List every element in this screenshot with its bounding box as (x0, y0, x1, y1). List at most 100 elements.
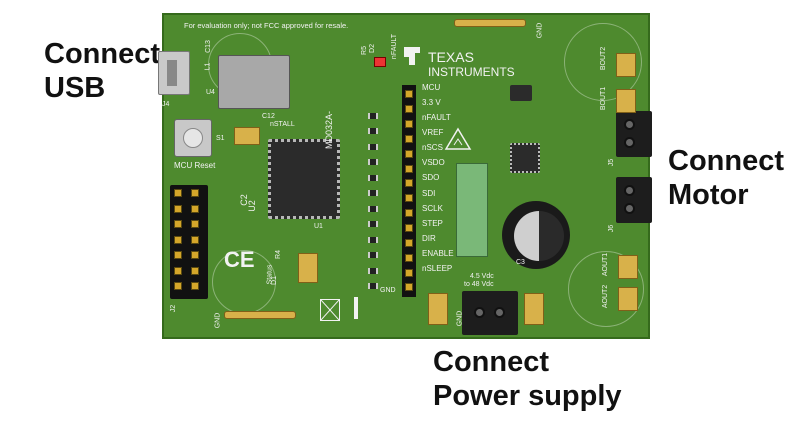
j5-screw-1[interactable] (624, 119, 635, 130)
bout1-pad (616, 89, 636, 113)
j2-pin (190, 235, 199, 244)
top-jumper-bar (454, 19, 526, 27)
power-terminal-screw-2[interactable] (494, 307, 505, 318)
u9-regulator (510, 85, 532, 101)
mcu-reset-label: MCU Reset (174, 161, 216, 170)
signal-header-pin (405, 120, 413, 129)
signal-header-label: MCU (422, 83, 441, 92)
j5-screw-2[interactable] (624, 137, 635, 148)
j2-pin (190, 282, 199, 291)
j2-pin (190, 204, 199, 213)
c13-label: C13 (204, 40, 212, 53)
signal-header-pin (405, 90, 413, 99)
signal-header-label: SDO (422, 173, 440, 183)
power-terminal[interactable] (462, 291, 518, 335)
j2-pin (174, 235, 182, 244)
signal-header-label: nSLEEP (422, 263, 453, 273)
resistor (368, 143, 378, 150)
ce-mark-icon: CE (224, 247, 255, 272)
mounting-hole-bottom-right (568, 251, 644, 327)
bottom-gnd-label: GND (214, 312, 222, 329)
nstall-pad (234, 127, 260, 145)
bout2-label: BOUT2 (600, 46, 608, 71)
j6-screw-2[interactable] (624, 203, 635, 214)
power-pad-right (524, 293, 544, 325)
signal-header-pin (405, 268, 413, 277)
signal-header-label: SCLK (422, 203, 443, 213)
aout1-pad (618, 255, 638, 279)
u4-chip (218, 55, 290, 109)
power-terminal-screw-1[interactable] (474, 307, 485, 318)
signal-header-label: nFAULT (422, 113, 451, 123)
callout-usb-line2: USB (44, 72, 106, 104)
signal-header-pin (405, 238, 413, 247)
signal-header-label: SDI (422, 188, 436, 198)
resistor (368, 128, 378, 135)
header-gnd-label: GND (380, 287, 396, 294)
c3-label: C3 (516, 259, 525, 266)
j2-pin (174, 220, 182, 229)
reset-button-cap (183, 128, 203, 148)
signal-header-pin (405, 105, 413, 114)
nfault-led (374, 57, 386, 67)
esd-warning-icon (444, 127, 472, 156)
mcu-u2-chip (268, 139, 340, 219)
usb-connector[interactable] (158, 51, 190, 95)
nfault-led-label: nFAULT (391, 33, 399, 60)
brand-line2: INSTRUMENTS (428, 65, 515, 79)
mounting-hole-top-right (564, 23, 642, 101)
j6-screw-1[interactable] (624, 185, 635, 196)
bout1-label: BOUT1 (600, 86, 608, 111)
signal-header-pin (405, 179, 413, 188)
j2-header[interactable] (170, 185, 208, 299)
resistor (368, 221, 378, 228)
j2-pin (190, 189, 199, 197)
callout-power-line2: Power supply (433, 380, 622, 412)
s1-label: S1 (216, 135, 225, 142)
bottom-jumper-bar (224, 311, 296, 319)
callout-motor-line1: Connect (668, 145, 784, 177)
j2-pin (174, 282, 182, 291)
c12-label: C12 (262, 113, 275, 120)
signal-header-pin (405, 134, 413, 143)
l1-label: L1 (204, 62, 212, 71)
top-gnd-label: GND (536, 22, 544, 39)
r5-label: R5 (360, 46, 368, 55)
signal-header-pin (405, 149, 413, 158)
j2-pin (174, 266, 182, 275)
mcu-reset-button[interactable] (174, 119, 212, 157)
signal-header-pin (405, 253, 413, 262)
bulk-capacitor-c3 (502, 201, 570, 269)
signal-header-label: STEP (422, 218, 443, 228)
resistor (368, 159, 378, 166)
motor-terminal-j5[interactable] (616, 111, 652, 157)
j5-label: J5 (608, 158, 616, 167)
u1-label: U1 (314, 223, 323, 230)
board-name: MD032A- (324, 110, 335, 150)
weee-bar (354, 297, 358, 319)
j2-label: J2 (170, 304, 178, 313)
usb-port-opening (167, 60, 177, 86)
signal-header-pin (405, 224, 413, 233)
aout2-label: AOUT2 (602, 284, 610, 309)
signal-header[interactable] (402, 85, 416, 297)
u4-label: U4 (206, 89, 215, 96)
sense-resistor (456, 163, 488, 257)
callout-connect-power: Connect Power supply (433, 345, 622, 413)
resistor (368, 236, 378, 243)
power-pad-left (428, 293, 448, 325)
resistor (368, 282, 378, 289)
callout-usb-line1: Connect (44, 38, 160, 70)
motor-terminal-j6[interactable] (616, 177, 652, 223)
d1-label: D1 (270, 276, 278, 285)
j6-label: J6 (608, 224, 616, 233)
aout1-label: AOUT1 (602, 252, 610, 277)
resistor (368, 252, 378, 259)
callout-power-line1: Connect (433, 346, 549, 378)
signal-header-label: 3.3 V (422, 98, 441, 108)
callout-motor-line2: Motor (668, 179, 749, 211)
ti-logo-icon (402, 45, 422, 67)
j2-pin (174, 204, 182, 213)
bout2-pad (616, 53, 636, 77)
